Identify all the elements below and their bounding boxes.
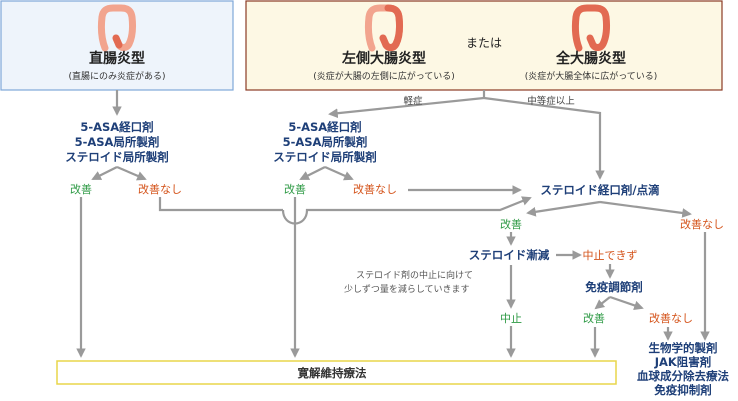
colon-icon-total (571, 4, 611, 52)
left-treatment-3: ステロイド局所製剤 (273, 150, 377, 164)
steroid-improved-label: 改善 (500, 217, 522, 231)
left-sided-title: 左側大腸炎型 (341, 50, 426, 67)
or-label: または (466, 36, 502, 50)
left-total-type-panel (245, 0, 723, 91)
connector-lines (76, 90, 710, 358)
steroid-not-improved-label: 改善なし (680, 217, 724, 231)
rectal-type-subtitle: (直腸にのみ炎症がある) (68, 70, 165, 82)
left-treatment-1: 5-ASA経口剤 (288, 120, 361, 134)
pancolitis-subtitle: (炎症が大腸全体に広がっている) (525, 70, 658, 82)
cannot-stop-label: 中止できず (583, 249, 638, 262)
steroid-taper-label: ステロイド漸減 (469, 248, 550, 262)
immunomodulator-label: 免疫調節剤 (585, 280, 643, 294)
advanced-therapy-4: 免疫抑制剤 (654, 383, 712, 397)
immuno-improved-label: 改善 (583, 311, 605, 325)
colon-icon-left (364, 4, 404, 52)
advanced-therapy-2: JAK阻害剤 (654, 355, 712, 369)
advanced-therapy-3: 血球成分除去療法 (637, 369, 729, 383)
colon-icon-rectal (97, 4, 137, 52)
rectal-treatment-1: 5-ASA経口剤 (80, 120, 153, 134)
severity-moderate-label: 中等症以上 (527, 95, 575, 107)
left-improved-label: 改善 (284, 182, 306, 196)
severity-mild-label: 軽症 (403, 95, 423, 107)
rectal-improved-label: 改善 (70, 182, 92, 196)
stop-label: 中止 (500, 312, 522, 325)
left-sided-subtitle: (炎症が大腸の左側に広がっている) (313, 70, 455, 82)
maintenance-label: 寛解維持療法 (298, 366, 367, 380)
rectal-not-improved-label: 改善なし (138, 182, 182, 196)
immuno-not-improved-label: 改善なし (649, 311, 693, 325)
rectal-treatment-2: 5-ASA局所製剤 (75, 135, 160, 149)
pancolitis-title: 全大腸炎型 (555, 50, 626, 67)
rectal-type-title: 直腸炎型 (89, 50, 145, 67)
taper-note-line-1: ステロイド剤の中止に向けて (356, 269, 473, 281)
advanced-therapy-1: 生物学的製剤 (649, 341, 718, 355)
steroid-oral-iv-label: ステロイド経口剤/点滴 (540, 183, 659, 197)
left-not-improved-label: 改善なし (353, 182, 397, 196)
taper-note-line-2: 少しずつ量を減らしていきます (344, 283, 470, 295)
left-treatment-2: 5-ASA局所製剤 (283, 135, 368, 149)
rectal-treatment-3: ステロイド局所製剤 (65, 150, 169, 164)
maintenance-box (56, 360, 617, 385)
